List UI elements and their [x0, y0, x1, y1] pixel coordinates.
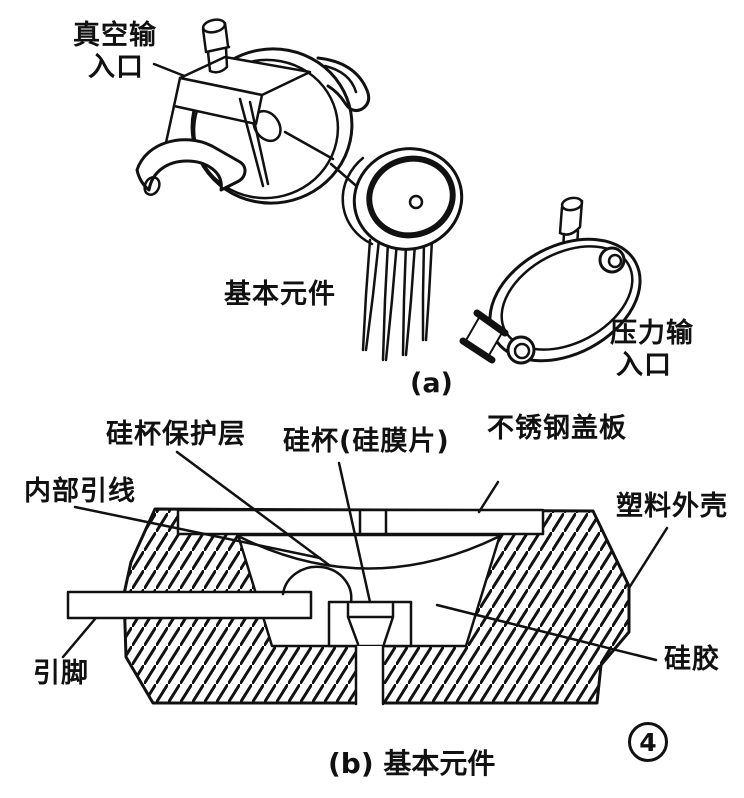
vacuum-housing-drawing	[135, 18, 371, 205]
pressure-cover-drawing	[459, 196, 642, 365]
lead-pin-leader-line	[61, 617, 97, 659]
basic-element-drawing	[283, 130, 464, 362]
element-pins	[361, 238, 434, 362]
vent-stem	[354, 644, 385, 706]
label-pressure-inlet-line2: 入口	[616, 350, 672, 382]
label-basic-element: 基本元件	[224, 279, 336, 310]
figure-number-badge: 4	[628, 722, 668, 762]
saddle-clip	[135, 138, 247, 192]
silicone-surface	[238, 535, 500, 570]
caption-b: (b) 基本元件	[328, 747, 496, 780]
element-center-hole	[408, 194, 424, 210]
label-silicone: 硅胶	[664, 644, 720, 675]
hook-tab	[316, 56, 371, 112]
label-pressure-inlet: 压力输 入口	[610, 318, 694, 383]
wire-dome	[281, 565, 353, 604]
protective-layer-leader-line	[175, 450, 331, 567]
label-silicon-cup: 硅杯(硅膜片)	[283, 426, 450, 457]
cross-section-drawing	[61, 450, 669, 706]
lead-pin-bar	[66, 590, 313, 620]
label-internal-lead: 内部引线	[24, 476, 136, 507]
label-vacuum-inlet-line1: 真空输	[73, 20, 157, 51]
vacuum-nipple	[201, 18, 231, 74]
label-pressure-inlet-line1: 压力输	[610, 318, 694, 349]
label-lead-pin: 引脚	[33, 658, 89, 689]
internal-lead-leader-line	[73, 505, 322, 560]
silicon-cup-shape	[327, 600, 413, 648]
clip-band	[459, 309, 509, 364]
silicon-cup-leader-line	[337, 461, 372, 604]
label-vacuum-inlet: 真空输 入口	[73, 20, 157, 85]
label-steel-cover: 不锈钢盖板	[487, 413, 627, 444]
label-protective-layer: 硅杯保护层	[106, 419, 246, 450]
section-b-leader-lines	[61, 450, 669, 662]
caption-a: (a)	[410, 368, 453, 399]
label-plastic-case: 塑料外壳	[616, 491, 728, 522]
plastic-case-leader-line	[627, 526, 669, 590]
steel-cover-leader-line	[477, 480, 500, 514]
label-vacuum-inlet-line2: 入口	[88, 52, 144, 84]
steel-cover-plate	[176, 508, 545, 536]
silicone-leader-line	[435, 603, 658, 662]
